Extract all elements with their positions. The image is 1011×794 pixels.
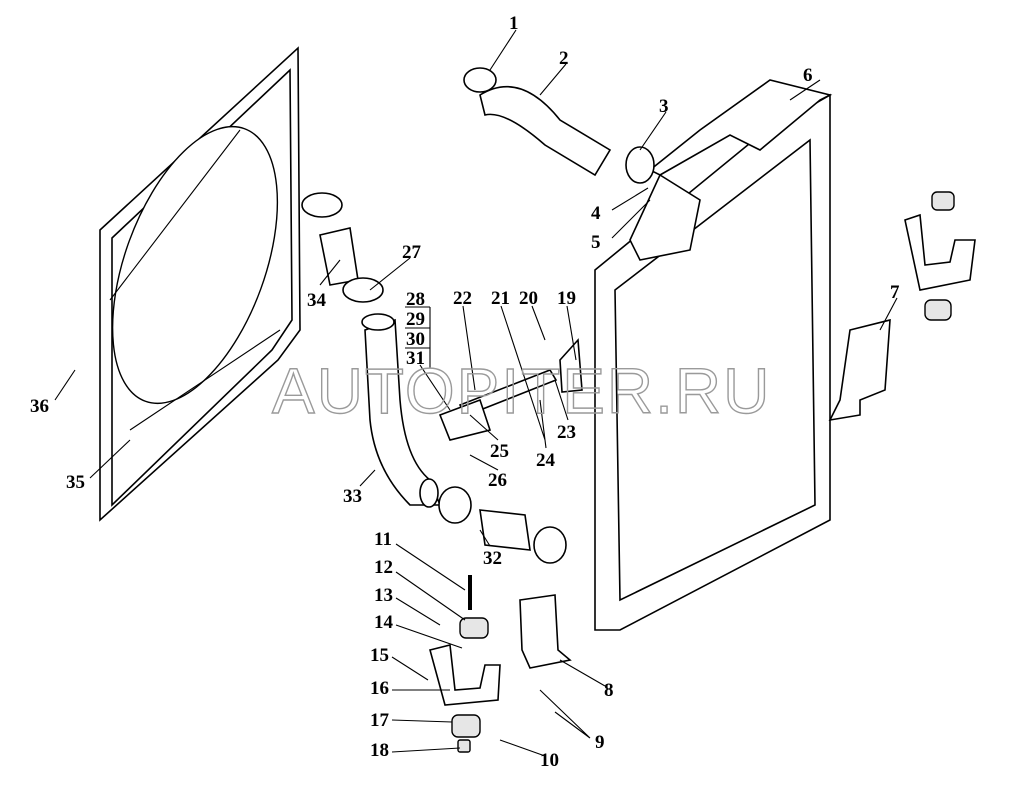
radiator-6 xyxy=(594,79,833,631)
callout-20: 20 xyxy=(519,288,538,309)
callout-6: 6 xyxy=(803,65,813,86)
leader-lines xyxy=(54,29,898,757)
callout-29: 29 xyxy=(406,309,425,330)
fan-shroud-35 xyxy=(99,46,301,522)
callout-21: 21 xyxy=(491,288,510,309)
callout-15: 15 xyxy=(370,645,389,666)
callout-8: 8 xyxy=(604,680,614,701)
lower-hose-33 xyxy=(361,313,442,508)
callout-32: 32 xyxy=(483,548,502,569)
callout-28: 28 xyxy=(406,289,425,310)
callout-19: 19 xyxy=(557,288,576,309)
callout-2: 2 xyxy=(559,48,569,69)
bracket-16 xyxy=(429,575,501,753)
callout-17: 17 xyxy=(370,710,390,731)
callout-26: 26 xyxy=(488,470,507,491)
callout-3: 3 xyxy=(659,96,669,117)
watermark: AUTOPITER.RU xyxy=(272,355,771,427)
callout-25: 25 xyxy=(490,441,509,462)
stay-rod-21 xyxy=(438,338,583,441)
callout-35: 35 xyxy=(66,472,85,493)
bracket-8 xyxy=(519,594,572,669)
callout-10: 10 xyxy=(540,750,559,771)
callout-34: 34 xyxy=(307,290,327,311)
callout-18: 18 xyxy=(370,740,389,761)
callout-36: 36 xyxy=(30,396,49,417)
callout-5: 5 xyxy=(591,232,601,253)
callout-13: 13 xyxy=(374,585,393,606)
callout-labels: 1 2 3 4 5 6 7 8 9 10 11 12 13 14 15 16 1… xyxy=(30,13,900,771)
callout-7: 7 xyxy=(890,282,900,303)
callout-24: 24 xyxy=(536,450,556,471)
callout-16: 16 xyxy=(370,678,389,699)
callout-30: 30 xyxy=(406,329,425,350)
callout-9: 9 xyxy=(595,732,605,753)
upper-hose-2 xyxy=(463,67,655,184)
callout-12: 12 xyxy=(374,557,393,578)
callout-27: 27 xyxy=(402,242,422,263)
callout-22: 22 xyxy=(453,288,472,309)
callout-1: 1 xyxy=(509,13,519,34)
callout-23: 23 xyxy=(557,422,576,443)
callout-33: 33 xyxy=(343,486,362,507)
hose-32 xyxy=(438,486,567,564)
bracket-7 xyxy=(828,191,976,422)
callout-4: 4 xyxy=(591,203,601,224)
hose-34 xyxy=(301,192,384,303)
callout-31: 31 xyxy=(406,348,425,369)
callout-11: 11 xyxy=(374,529,392,550)
callout-14: 14 xyxy=(374,612,394,633)
